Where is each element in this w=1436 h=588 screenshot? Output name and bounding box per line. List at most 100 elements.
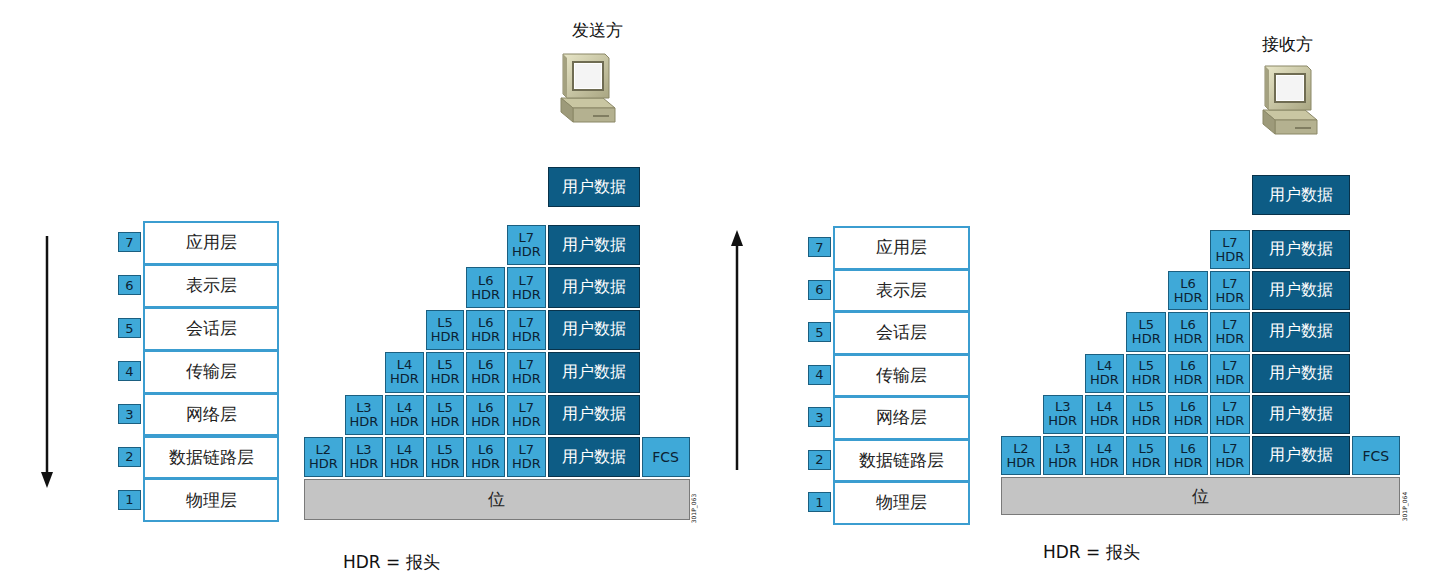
header-box: L7 HDR: [1210, 271, 1250, 310]
box-text: 用户数据: [562, 362, 626, 383]
layer-number-text: 6: [125, 278, 133, 293]
header-box: L4 HDR: [1085, 436, 1125, 475]
down-arrow: [46, 236, 49, 474]
layer-name-box: 表示层: [833, 269, 970, 313]
layer-number: 7: [808, 237, 831, 257]
layer-name-box: 会话层: [833, 311, 970, 355]
fcs-box: FCS: [1352, 436, 1400, 475]
box-text: L5 HDR: [1131, 400, 1161, 428]
header-box: L7 HDR: [1210, 230, 1250, 269]
box-text: L7 HDR: [1215, 359, 1245, 387]
header-box: L7 HDR: [507, 267, 546, 307]
bits-bar: 位: [1001, 477, 1400, 515]
box-text: L7 HDR: [511, 401, 541, 429]
layer-number: 3: [118, 404, 141, 424]
user-data-box: 用户数据: [548, 225, 640, 265]
header-box: L7 HDR: [1210, 436, 1250, 475]
layer-name-box: 应用层: [833, 226, 970, 270]
header-box: L7 HDR: [507, 225, 546, 265]
box-text: L6 HDR: [471, 316, 501, 344]
receiver-label: 接收方: [1262, 33, 1313, 56]
box-text: FCS: [1362, 448, 1389, 464]
header-box: L3 HDR: [345, 437, 384, 477]
box-text: 传输层: [186, 360, 237, 383]
layer-name-box: 网络层: [833, 396, 970, 440]
box-text: 表示层: [876, 279, 927, 302]
layer-number: 5: [118, 318, 141, 338]
layer-number-text: 3: [125, 407, 133, 422]
layer-number: 6: [808, 280, 831, 300]
header-box: L5 HDR: [1126, 354, 1166, 393]
layer-name-box: 会话层: [143, 307, 279, 351]
box-text: 用户数据: [1269, 239, 1333, 260]
header-box: L6 HDR: [1168, 312, 1208, 351]
box-text: L4 HDR: [1089, 359, 1119, 387]
user-data-box: 用户数据: [548, 267, 640, 307]
receiver-computer: [1263, 66, 1317, 134]
layer-number-text: 6: [815, 282, 823, 297]
user-data-box: 用户数据: [1252, 230, 1350, 269]
box-text: L3 HDR: [349, 401, 379, 429]
box-text: L2 HDR: [1006, 442, 1036, 470]
box-text: 网络层: [876, 406, 927, 429]
box-text: L6 HDR: [1173, 400, 1203, 428]
box-text: L7 HDR: [1215, 236, 1245, 264]
header-box: L6 HDR: [466, 267, 505, 307]
box-text: L7 HDR: [511, 231, 541, 259]
user-data-box: 用户数据: [1252, 395, 1350, 434]
box-text: L7 HDR: [511, 358, 541, 386]
layer-number-text: 2: [815, 452, 823, 467]
up-arrow-head: [731, 230, 743, 246]
layer-name-box: 传输层: [833, 354, 970, 398]
header-box: L3 HDR: [1043, 436, 1083, 475]
header-box: L4 HDR: [1085, 395, 1125, 434]
user-data-box: 用户数据: [1252, 175, 1350, 215]
header-box: L7 HDR: [507, 310, 546, 350]
user-data-box: 用户数据: [1252, 354, 1350, 393]
layer-number-text: 5: [815, 325, 823, 340]
fcs-box: FCS: [642, 437, 690, 477]
box-text: 用户数据: [1269, 185, 1333, 206]
layer-number-text: 1: [815, 495, 823, 510]
user-data-box: 用户数据: [548, 395, 640, 435]
box-text: L5 HDR: [1131, 442, 1161, 470]
header-box: L6 HDR: [466, 395, 505, 435]
user-data-box: 用户数据: [548, 352, 640, 392]
header-box: L4 HDR: [385, 437, 424, 477]
box-text: 用户数据: [562, 235, 626, 256]
box-text: L7 HDR: [511, 274, 541, 302]
box-text: 会话层: [186, 317, 237, 340]
box-text: L4 HDR: [1089, 442, 1119, 470]
layer-number-text: 4: [125, 364, 133, 379]
header-box: L6 HDR: [466, 310, 505, 350]
layer-number: 1: [808, 492, 831, 512]
sender-label: 发送方: [572, 19, 623, 42]
box-text: 数据链路层: [859, 449, 944, 472]
user-data-box: 用户数据: [1252, 312, 1350, 351]
header-box: L7 HDR: [1210, 395, 1250, 434]
header-box: L2 HDR: [304, 437, 343, 477]
figure-code: 301P_063: [691, 493, 698, 523]
box-text: L5 HDR: [1131, 359, 1161, 387]
box-text: 位: [488, 488, 505, 511]
box-text: L7 HDR: [1215, 318, 1245, 346]
figure-code: 301P_064: [1402, 491, 1409, 521]
layer-name-box: 应用层: [143, 221, 279, 265]
header-box: L7 HDR: [507, 395, 546, 435]
box-text: 用户数据: [562, 277, 626, 298]
box-text: L5 HDR: [430, 443, 460, 471]
box-text: L6 HDR: [1173, 442, 1203, 470]
box-text: 用户数据: [1269, 404, 1333, 425]
layer-name-box: 表示层: [143, 264, 279, 308]
box-text: 物理层: [186, 489, 237, 512]
box-text: L3 HDR: [1048, 442, 1078, 470]
header-box: L6 HDR: [1168, 436, 1208, 475]
layer-number: 3: [808, 407, 831, 427]
layer-number: 2: [808, 450, 831, 470]
header-box: L5 HDR: [1126, 436, 1166, 475]
box-text: L5 HDR: [430, 358, 460, 386]
header-box: L7 HDR: [507, 437, 546, 477]
layer-number: 4: [118, 361, 141, 381]
box-text: L3 HDR: [349, 443, 379, 471]
user-data-box: 用户数据: [548, 167, 640, 207]
